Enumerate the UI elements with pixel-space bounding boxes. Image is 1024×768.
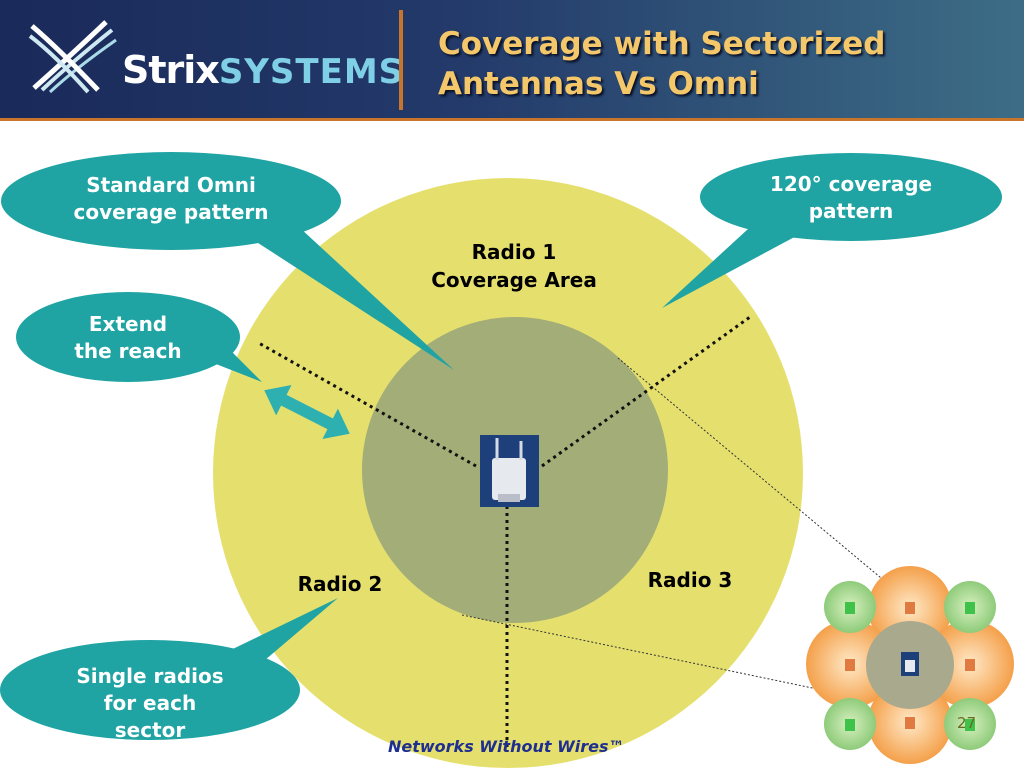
extend-callout-bubble <box>16 292 240 382</box>
title-line-1: Coverage with Sectorized <box>438 26 886 62</box>
sector-divider-right <box>541 315 751 468</box>
mini-ap-icon-left <box>845 659 855 671</box>
sector-callout-text: 120° coverage pattern <box>769 172 933 223</box>
single-callout-tail <box>210 598 338 660</box>
sector-callout-tail <box>662 218 830 308</box>
logo-wordmark: StrixSYSTEMS <box>122 48 405 92</box>
page-title: Coverage with Sectorized Antennas Vs Omn… <box>438 24 998 104</box>
mini-ap-icon-top <box>905 602 915 614</box>
page-number: 27 <box>957 714 977 732</box>
omni-callout-tail <box>235 228 454 370</box>
header-vertical-bar <box>399 10 403 110</box>
zoom-leader-bottom <box>461 614 871 701</box>
radio3-label: Radio 3 <box>647 568 733 592</box>
sector-callout-bubble <box>700 153 1002 241</box>
omni-callout-bubble <box>1 152 341 250</box>
extend-double-arrow <box>264 385 350 439</box>
header-divider <box>0 118 1024 121</box>
mini-ap-icon-tl <box>845 602 855 614</box>
single-callout-text: Single radios for each sector <box>76 664 224 742</box>
mini-ap-icon-bottom <box>905 717 915 729</box>
strix-logo: StrixSYSTEMS <box>28 18 403 98</box>
single-callout-bubble <box>0 640 300 740</box>
title-line-2: Antennas Vs Omni <box>438 66 759 102</box>
radio1-label: Radio 1 Coverage Area <box>431 240 597 292</box>
mini-sector-diagram <box>806 566 1014 764</box>
header-banner <box>0 0 1024 118</box>
strix-logo-icon <box>28 20 117 94</box>
extend-callout-text: Extend the reach <box>74 312 182 363</box>
access-point-icon <box>480 435 539 507</box>
radio2-label: Radio 2 <box>297 572 383 596</box>
mini-ap-icon-br <box>965 719 975 731</box>
mini-ap-icon-right <box>965 659 975 671</box>
omni-callout-text: Standard Omni coverage pattern <box>73 173 269 224</box>
mini-ap-icon-tr <box>965 602 975 614</box>
footer-tagline: Networks Without Wires™ <box>388 737 625 756</box>
mini-ap-icon-bl <box>845 719 855 731</box>
